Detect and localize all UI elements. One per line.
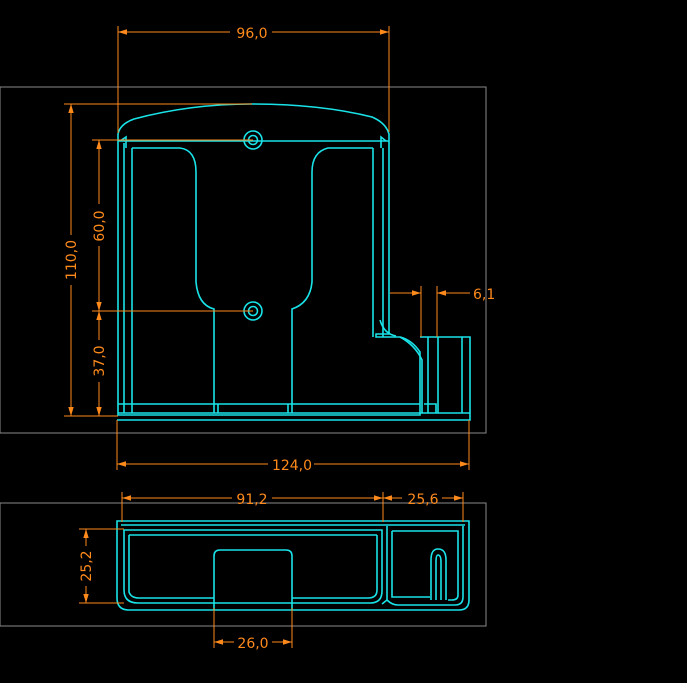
- front-view-part: [117, 103, 471, 421]
- dim-lower-hole-height: 37,0: [92, 345, 108, 376]
- dim-bottom-tab-width: 26,0: [237, 636, 268, 652]
- dim-overall-height: 110,0: [64, 240, 80, 280]
- dim-bottom-side-width: 25,6: [407, 492, 438, 508]
- dim-bottom-main-width: 91,2: [236, 492, 267, 508]
- bottom-view-frame: [0, 502, 487, 627]
- dim-top-width: 96,0: [236, 26, 267, 42]
- dim-slot-width: 6,1: [473, 287, 495, 303]
- dim-bottom-depth: 25,2: [79, 550, 95, 581]
- bottom-view-part: [116, 520, 470, 611]
- front-view-frame: [0, 86, 487, 434]
- dim-hole-spacing: 60,0: [92, 210, 108, 241]
- dimensions: [64, 26, 470, 648]
- dim-overall-width: 124,0: [272, 458, 312, 474]
